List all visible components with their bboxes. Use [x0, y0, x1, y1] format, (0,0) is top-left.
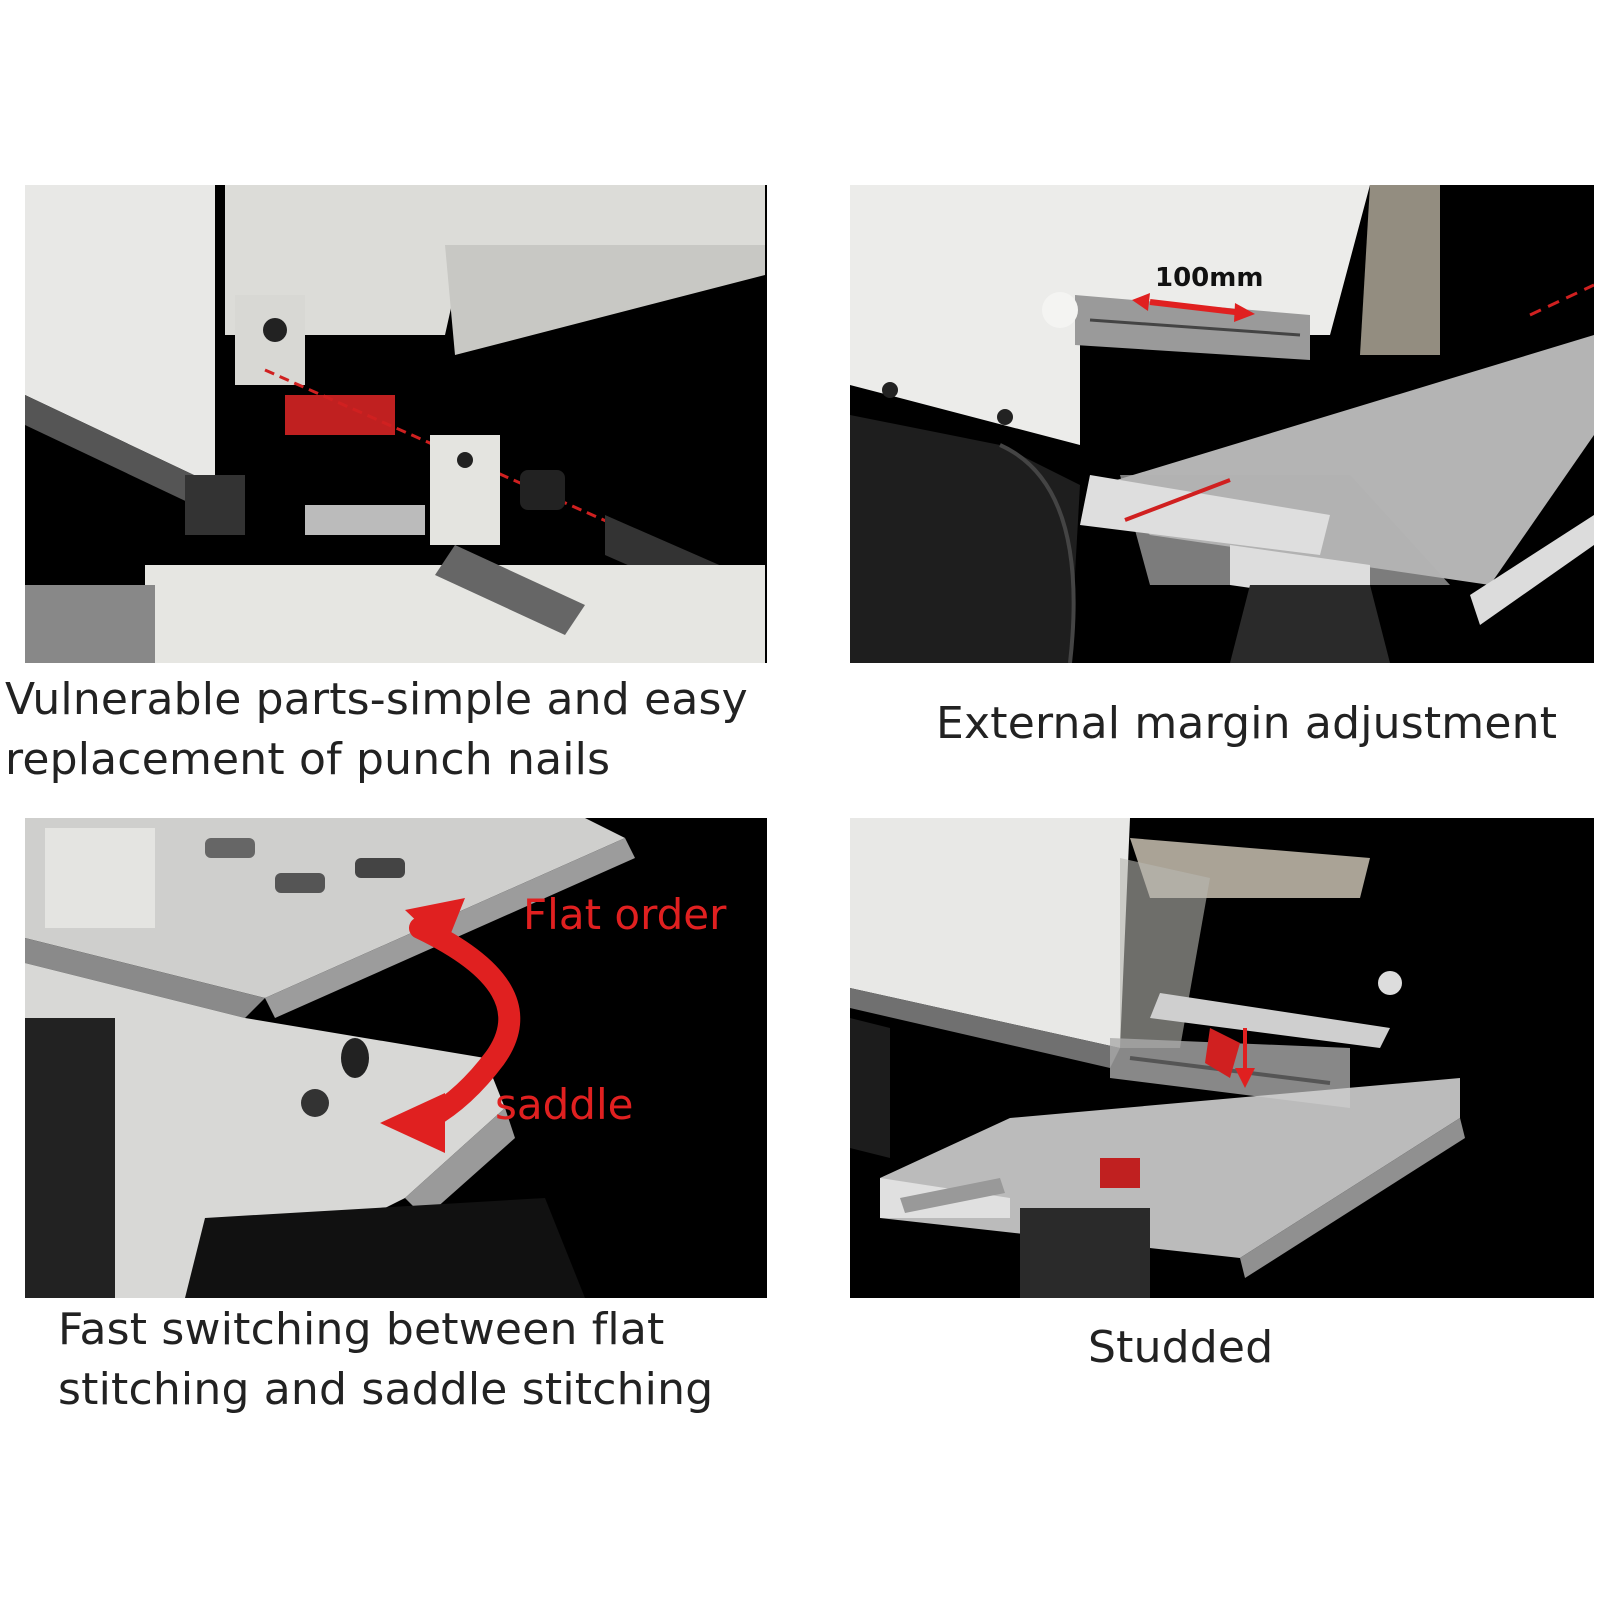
panel-studded: [850, 818, 1594, 1298]
panel-punch-nail-replacement: [25, 185, 767, 663]
margin-adjustment-illustration: [850, 185, 1594, 663]
measure-label: 100mm: [1155, 263, 1264, 293]
caption-bottom-right: Studded: [1088, 1322, 1274, 1373]
flat-order-label: Flat order: [523, 890, 727, 939]
caption-top-right: External margin adjustment: [936, 698, 1558, 749]
studded-illustration: [850, 818, 1594, 1298]
caption-bottom-left-line2: stitching and saddle stitching: [58, 1364, 714, 1415]
caption-top-left-line1: Vulnerable parts-simple and easy: [5, 674, 748, 725]
panel-margin-adjustment: 100mm: [850, 185, 1594, 663]
stitching-switch-illustration: [25, 818, 767, 1298]
panel-flat-saddle-switching: Flat order saddle: [25, 818, 767, 1298]
caption-bottom-left-line1: Fast switching between flat: [58, 1304, 665, 1355]
saddle-label: saddle: [495, 1080, 634, 1129]
stapler-mechanism-illustration: [25, 185, 767, 663]
caption-top-left-line2: replacement of punch nails: [5, 734, 611, 785]
